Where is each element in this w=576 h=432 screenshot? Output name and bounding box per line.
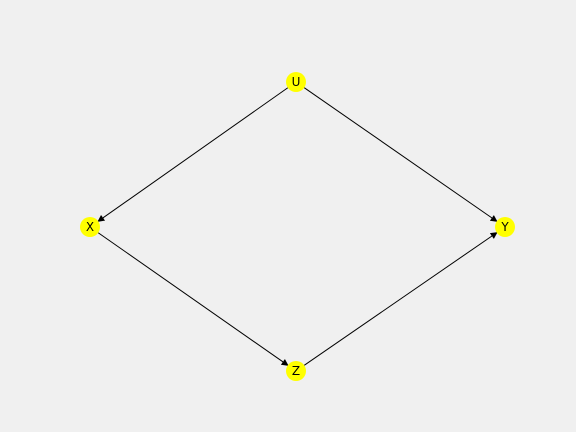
edge-u-to-y bbox=[303, 87, 498, 223]
node-y-circle bbox=[495, 217, 515, 237]
edge-u-to-x bbox=[97, 87, 289, 223]
node-x: X bbox=[80, 217, 100, 237]
edges-layer bbox=[97, 87, 498, 367]
edge-z-to-y bbox=[303, 231, 498, 366]
node-x-circle bbox=[80, 217, 100, 237]
node-z: Z bbox=[286, 361, 306, 381]
node-z-label: Z bbox=[292, 364, 300, 378]
node-u-label: U bbox=[292, 75, 301, 89]
node-z-circle bbox=[286, 361, 306, 381]
node-u: U bbox=[286, 72, 306, 92]
node-u-circle bbox=[286, 72, 306, 92]
edge-x-to-z bbox=[97, 232, 289, 367]
node-y: Y bbox=[495, 217, 515, 237]
node-y-label: Y bbox=[500, 220, 509, 234]
nodes-layer: U X Y Z bbox=[80, 72, 515, 381]
node-x-label: X bbox=[86, 220, 94, 234]
